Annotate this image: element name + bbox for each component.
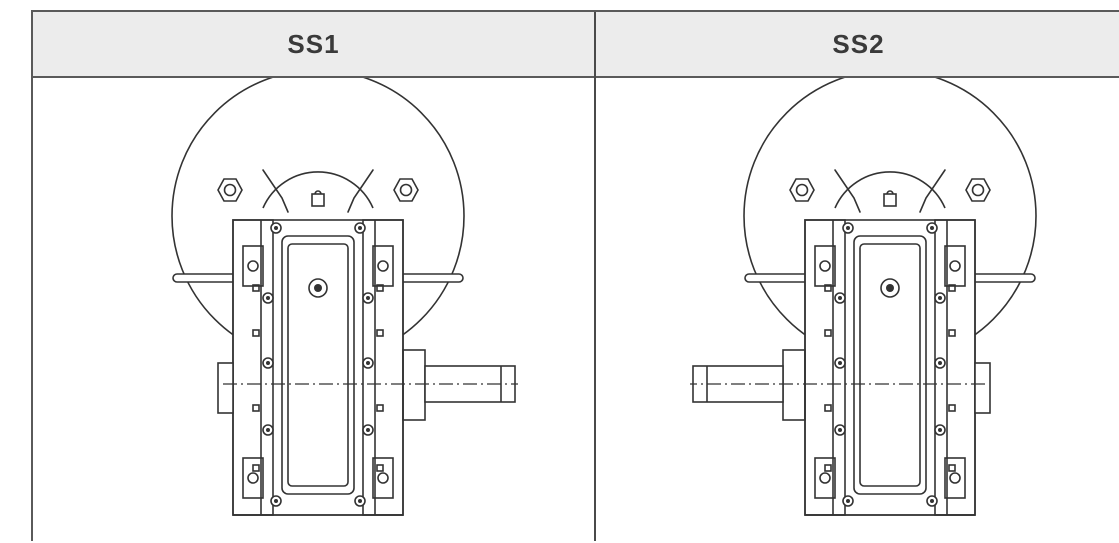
column-divider (594, 12, 596, 541)
cell-ss1 (33, 78, 594, 543)
column-header-ss2: SS2 (832, 28, 885, 59)
gearbox-ss1-icon (171, 78, 518, 516)
gearbox-ss2-icon (690, 78, 1037, 516)
cell-ss2 (596, 78, 1119, 543)
column-header-ss1: SS1 (287, 28, 340, 59)
header-row: SS1 SS2 (33, 12, 1119, 78)
mounting-table: SS1 SS2 (31, 10, 1119, 541)
